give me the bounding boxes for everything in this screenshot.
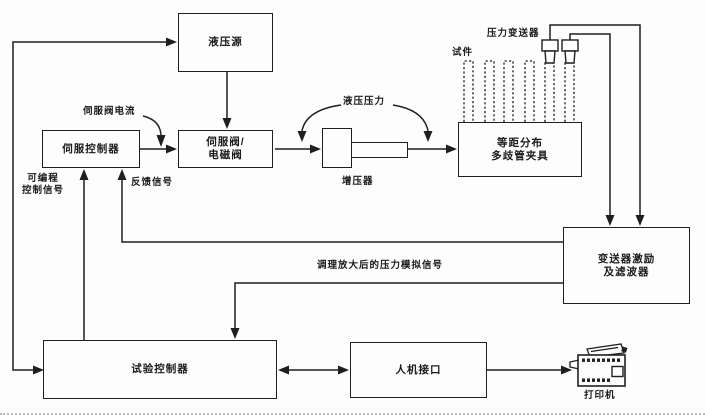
booster-label: 增压器 bbox=[342, 176, 374, 187]
specimen-tube-4 bbox=[524, 60, 535, 122]
booster-cylinder-icon bbox=[322, 128, 352, 168]
leader-hydraulic-pressure-left bbox=[301, 104, 342, 132]
arrow-into-testctrl-left bbox=[33, 365, 44, 375]
printer-icon bbox=[569, 343, 628, 387]
wire-filter-to-testctrl bbox=[234, 282, 563, 328]
specimen-tube-1 bbox=[463, 60, 474, 122]
hydraulic-pressure-label: 液压压力 bbox=[343, 96, 386, 107]
specimen-tube-2 bbox=[484, 60, 495, 122]
arrow-into-filter-right bbox=[635, 215, 645, 226]
arrow-up-programmable bbox=[79, 169, 89, 180]
programmable-control-signal-label: 可编程 控制信号 bbox=[22, 173, 65, 196]
arrow-hydraulic-pressure-right bbox=[423, 131, 433, 142]
printer-label: 打印机 bbox=[584, 390, 616, 401]
wire-transmitter-left bbox=[549, 24, 641, 215]
arrow-into-printer bbox=[561, 365, 572, 375]
pressure-transmitter-right-icon bbox=[561, 39, 579, 64]
specimen-tube-6 bbox=[564, 62, 575, 122]
booster-rod-icon bbox=[351, 142, 408, 158]
hydraulic-source-box: 液压源 bbox=[178, 13, 273, 72]
servo-valve-current-label: 伺服阀电流 bbox=[83, 106, 136, 117]
feedback-signal-label: 反馈信号 bbox=[131, 177, 174, 188]
arrow-into-filter-left bbox=[605, 215, 615, 226]
arrow-into-servo-valve-left bbox=[166, 144, 177, 154]
servo-valve-box: 伺服阀/ 电磁阀 bbox=[178, 130, 273, 168]
test-controller-box: 试验控制器 bbox=[43, 340, 277, 399]
hmi-box: 人机接口 bbox=[350, 342, 487, 398]
arrow-into-booster bbox=[310, 144, 321, 154]
arrow-into-servo-valve-top bbox=[222, 118, 232, 129]
pressure-transmitter-label: 压力变送器 bbox=[487, 28, 540, 39]
wire-filter-to-servoctrl-feedback bbox=[121, 180, 563, 243]
pressure-transmitter-left-icon bbox=[541, 39, 559, 64]
arrow-hydraulic-pressure-left bbox=[297, 131, 307, 142]
arrow-bidir-left bbox=[278, 365, 289, 375]
leader-hydraulic-pressure-right bbox=[392, 104, 429, 132]
arrow-down-conditioned bbox=[230, 328, 240, 339]
specimen-label: 试件 bbox=[452, 47, 474, 58]
wire-transmitter-right bbox=[569, 33, 611, 215]
servo-controller-box: 伺服控制器 bbox=[42, 130, 140, 168]
wire-testctrl-to-hydraulic-source bbox=[12, 41, 166, 371]
manifold-fixture-box: 等距分布 多歧管夹具 bbox=[458, 122, 582, 177]
conditioned-signal-label: 调理放大后的压力模拟信号 bbox=[317, 260, 444, 271]
specimen-tube-3 bbox=[503, 60, 514, 122]
arrow-into-fixture bbox=[446, 144, 457, 154]
leader-servo-valve-current bbox=[142, 115, 162, 136]
arrow-servo-valve-current bbox=[156, 135, 166, 147]
specimen-tube-5 bbox=[544, 62, 555, 122]
transmitter-filter-box: 变送器激励 及滤波器 bbox=[563, 227, 690, 304]
arrow-into-hydraulic-source bbox=[166, 37, 177, 47]
arrow-bidir-right bbox=[338, 365, 349, 375]
arrow-up-feedback bbox=[117, 169, 127, 180]
